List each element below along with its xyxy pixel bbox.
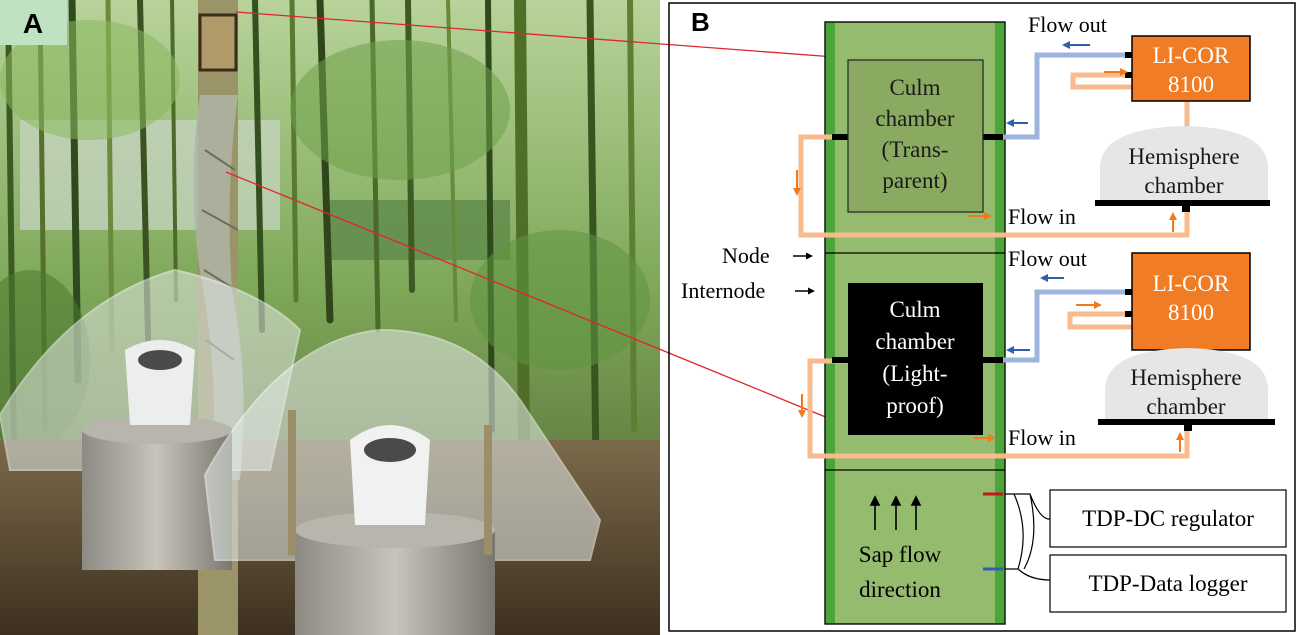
lower-flow-out-label: Flow out — [1008, 246, 1087, 271]
lower-licor-line-1: LI-COR — [1153, 271, 1230, 296]
lower-chamber-line-1: Culm — [889, 297, 940, 322]
foliage — [0, 20, 650, 450]
field-photo — [0, 0, 660, 635]
panel-a-label: A — [23, 8, 43, 39]
node-arrow-icon — [793, 252, 813, 260]
upper-hemisphere-chamber — [1100, 126, 1268, 200]
panel-b-frame — [668, 2, 1296, 632]
upper-chamber-line-2: chamber — [875, 106, 955, 131]
upper-chamber-line-3: (Trans- — [882, 137, 949, 162]
lower-arrows — [798, 274, 1184, 452]
upper-licor-line-2: 8100 — [1168, 72, 1214, 97]
upper-flow-out-label: Flow out — [1028, 12, 1107, 37]
lower-chamber-line-3: (Light- — [882, 361, 947, 386]
upper-culm-chamber-transparent — [847, 59, 984, 213]
upper-chamber-line-1: Culm — [889, 75, 940, 100]
zoom-line-bottom — [225, 171, 829, 419]
lower-hemisphere-line-2: chamber — [1146, 394, 1226, 419]
tdp-wires — [1005, 493, 1051, 581]
lower-flow-in-label: Flow in — [1008, 425, 1076, 450]
lower-flow-in-tube — [807, 358, 1190, 459]
tdp-dc-regulator-box — [1049, 489, 1287, 548]
sap-flow-section: Sap flow direction TDP-DC regulator TDP-… — [859, 489, 1287, 613]
internode-label: Internode — [681, 278, 765, 303]
upper-flow-in-tube — [798, 134, 1190, 238]
sap-flow-line-1: Sap flow — [859, 542, 942, 567]
lower-chamber-line-4: proof) — [886, 393, 943, 418]
lower-licor-box — [1131, 252, 1251, 351]
lower-flow-out-tube — [1000, 289, 1132, 363]
upper-flow-out-tube — [1000, 52, 1132, 140]
upper-hemisphere-to-licor-tube — [1070, 72, 1190, 138]
lower-licor-line-2: 8100 — [1168, 300, 1214, 325]
upper-hemisphere-line-2: chamber — [1144, 173, 1224, 198]
sap-flow-line-2: direction — [859, 577, 941, 602]
right-soil-chamber — [203, 328, 602, 635]
tdp-data-logger-label: TDP-Data logger — [1088, 571, 1247, 596]
lower-chamber-line-2: chamber — [875, 329, 955, 354]
upper-arrows — [793, 41, 1177, 232]
node-label: Node — [722, 243, 770, 268]
upper-licor-line-1: LI-COR — [1153, 43, 1230, 68]
left-soil-chamber — [0, 268, 302, 570]
lower-hemisphere-chamber — [1105, 348, 1268, 420]
tdp-dc-regulator-label: TDP-DC regulator — [1082, 506, 1254, 531]
upper-assembly: Culm chamber (Trans- parent) LI-COR 8100… — [793, 12, 1270, 238]
panel-a-label-box — [0, 0, 67, 45]
upper-flow-in-label: Flow in — [1008, 204, 1076, 229]
panel-b-label: B — [691, 7, 710, 37]
lower-hemisphere-line-1: Hemisphere — [1130, 365, 1241, 390]
upper-licor-box — [1131, 35, 1251, 102]
zoom-line-top — [235, 11, 849, 59]
lower-culm-chamber-lightproof — [848, 283, 983, 435]
tdp-data-logger-box — [1049, 554, 1287, 613]
lower-assembly: Culm chamber (Light- proof) LI-COR 8100 … — [798, 246, 1275, 459]
sap-flow-arrows-icon — [869, 495, 922, 530]
upper-hemisphere-line-1: Hemisphere — [1128, 144, 1239, 169]
upper-chamber-line-4: parent) — [882, 168, 947, 193]
internode-arrow-icon — [795, 287, 815, 295]
